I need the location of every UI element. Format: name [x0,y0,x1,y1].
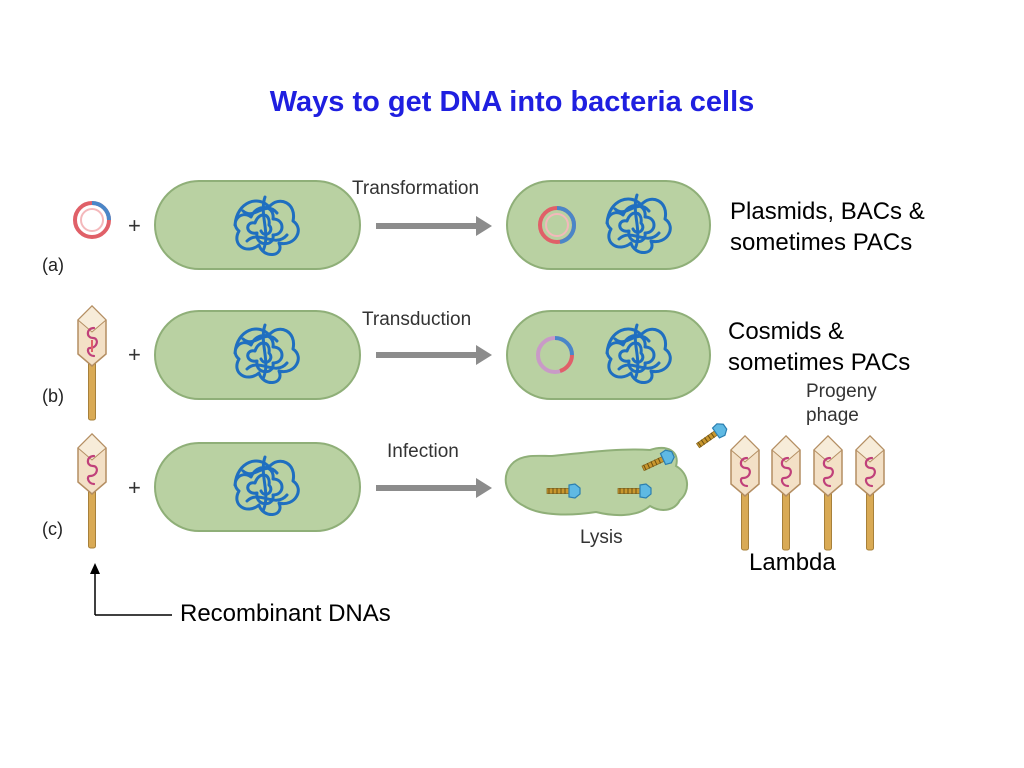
note-row-a-line1: Plasmids, BACs & [730,198,925,225]
lysis-label: Lysis [580,527,623,548]
row-label-c: (c) [42,519,63,539]
note-row-b-line2: sometimes PACs [728,349,911,376]
bacterium-cell [154,180,361,270]
row-a [73,180,711,270]
lambda-label: Lambda [749,549,836,576]
note-row-a-line2: sometimes PACs [730,229,913,256]
lysed-cell [504,447,688,517]
mini-phage-icon [693,420,730,452]
transducing-phage-icon [76,304,108,422]
row-b [76,304,711,422]
recombinant-pointer [90,563,172,616]
progeny-phages [729,434,886,552]
slide-title: Ways to get DNA into bacteria cells [269,86,755,118]
note-row-b: Cosmids & sometimes PACs [728,316,910,378]
process-label-transduction: Transduction [362,309,472,330]
progeny-phage-icon [854,434,886,552]
bacterium-cell [154,442,361,532]
note-row-a: Plasmids, BACs & sometimes PACs [730,196,925,258]
recombinant-label: Recombinant DNAs [180,600,391,627]
process-label-transformation: Transformation [352,178,480,199]
plasmid-icon [73,201,111,239]
row-c [76,420,730,550]
transduced-dna-icon [536,336,574,374]
note-row-b-line1: Cosmids & [728,318,845,345]
process-label-infection: Infection [387,441,459,462]
progeny-label: Progeny phage [806,380,877,428]
plus-sign: + [128,213,141,238]
bacterium-cell [154,310,361,400]
plasmid-in-cell-icon [538,206,577,244]
progeny-label-line1: Progeny [806,381,877,402]
row-label-b: (b) [42,386,64,406]
progeny-phage-icon [729,434,761,552]
progeny-phage-icon [770,434,802,552]
progeny-phage-icon [812,434,844,552]
progeny-label-line2: phage [806,405,859,426]
plus-sign: + [128,342,141,367]
row-label-a: (a) [42,255,64,275]
lambda-phage-icon [76,432,108,550]
plus-sign: + [128,475,141,500]
